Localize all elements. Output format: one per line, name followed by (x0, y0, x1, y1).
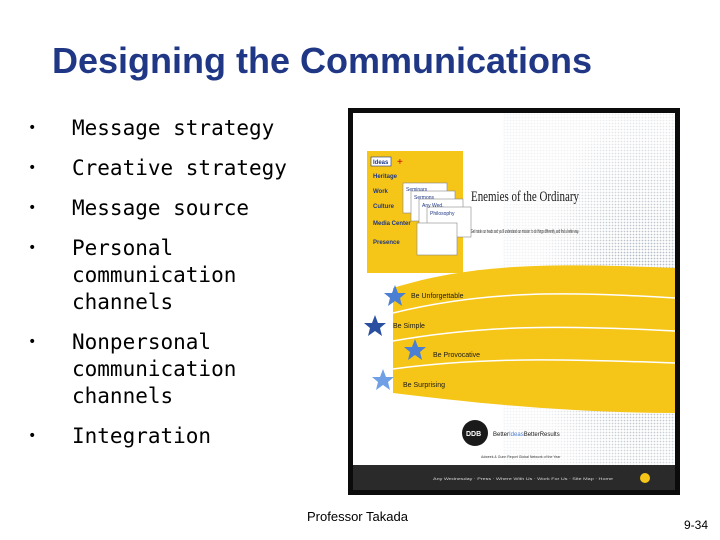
ad-bottom-bar (353, 465, 675, 490)
bullet-dot-icon: • (28, 160, 37, 176)
slide-title: Designing the Communications (52, 40, 593, 81)
ad-headline: Enemies of the Ordinary (471, 189, 579, 205)
bullet-list: • Message strategy • Creative strategy • Me… (28, 115, 328, 463)
star-icon (364, 315, 386, 336)
ad-nav-item: Work (373, 189, 389, 195)
ad-banner: Be Unforgettable (411, 293, 464, 300)
ddb-logo-text: DDB (466, 431, 481, 438)
ad-graphic: Ideas + Heritage Work Culture Media Cent… (353, 113, 675, 490)
bullet-label: Integration (72, 424, 212, 448)
ad-nav-item: Heritage (373, 174, 398, 180)
ad-banner: Be Provocative (433, 352, 480, 359)
ad-body: Get inside our heads and you'll understa… (471, 229, 579, 235)
bullet-dot-icon: • (28, 334, 37, 350)
ad-screenshot: Ideas + Heritage Work Culture Media Cent… (348, 108, 680, 495)
bullet-item: • Nonpersonal communication channels (28, 329, 328, 410)
folder-tab-label: Sermons (414, 195, 435, 201)
folder-tab-label: Philosophy (430, 211, 455, 217)
ad-bottom-logo-icon (640, 473, 650, 483)
bullet-label: Message strategy (72, 116, 275, 140)
bullet-item: • Creative strategy (28, 155, 328, 182)
bullet-dot-icon: • (28, 428, 37, 444)
ad-bottom-nav: Any Wednesday · Press · Where With Us · … (433, 476, 614, 481)
ad-nav-item: Culture (373, 204, 395, 210)
ad-nav-item: Presence (373, 240, 400, 246)
ad-tagline: BetterIdeasBetterResults (493, 432, 560, 438)
folder-tab-label: Any Wed. (422, 203, 444, 209)
ddb-logo (462, 420, 488, 446)
bullet-dot-icon: • (28, 240, 37, 256)
page-number: 9-34 (683, 518, 708, 532)
bullet-dot-icon: • (28, 200, 37, 216)
folder-stack: Seminars Sermons Any Wed. Philosophy (402, 182, 472, 256)
bullet-label: Nonpersonal communication channels (72, 330, 237, 408)
bullet-label: Personal communication channels (72, 236, 237, 314)
bullet-item: • Message strategy (28, 115, 328, 142)
ad-banner: Be Surprising (403, 382, 445, 389)
ad-nav-item: Ideas (373, 160, 389, 166)
ad-nav-item: Media Center (373, 221, 411, 227)
folder-tab-label: Seminars (406, 187, 428, 193)
plus-icon: + (397, 157, 403, 168)
ad-banner: Be Simple (393, 323, 425, 330)
bullet-label: Message source (72, 196, 250, 220)
bullet-item: • Message source (28, 195, 328, 222)
star-icon (384, 285, 406, 306)
ad-award-line: Adweek & Gunn Report Global Network of t… (481, 455, 561, 459)
star-icon (372, 369, 394, 390)
bullet-label: Creative strategy (72, 156, 287, 180)
bullet-item: • Integration (28, 423, 328, 450)
yellow-swoosh (393, 265, 675, 413)
footer-presenter: Professor Takada (307, 509, 408, 524)
bullet-item: • Personal communication channels (28, 235, 328, 316)
bullet-dot-icon: • (28, 120, 37, 136)
star-icon (404, 339, 426, 360)
